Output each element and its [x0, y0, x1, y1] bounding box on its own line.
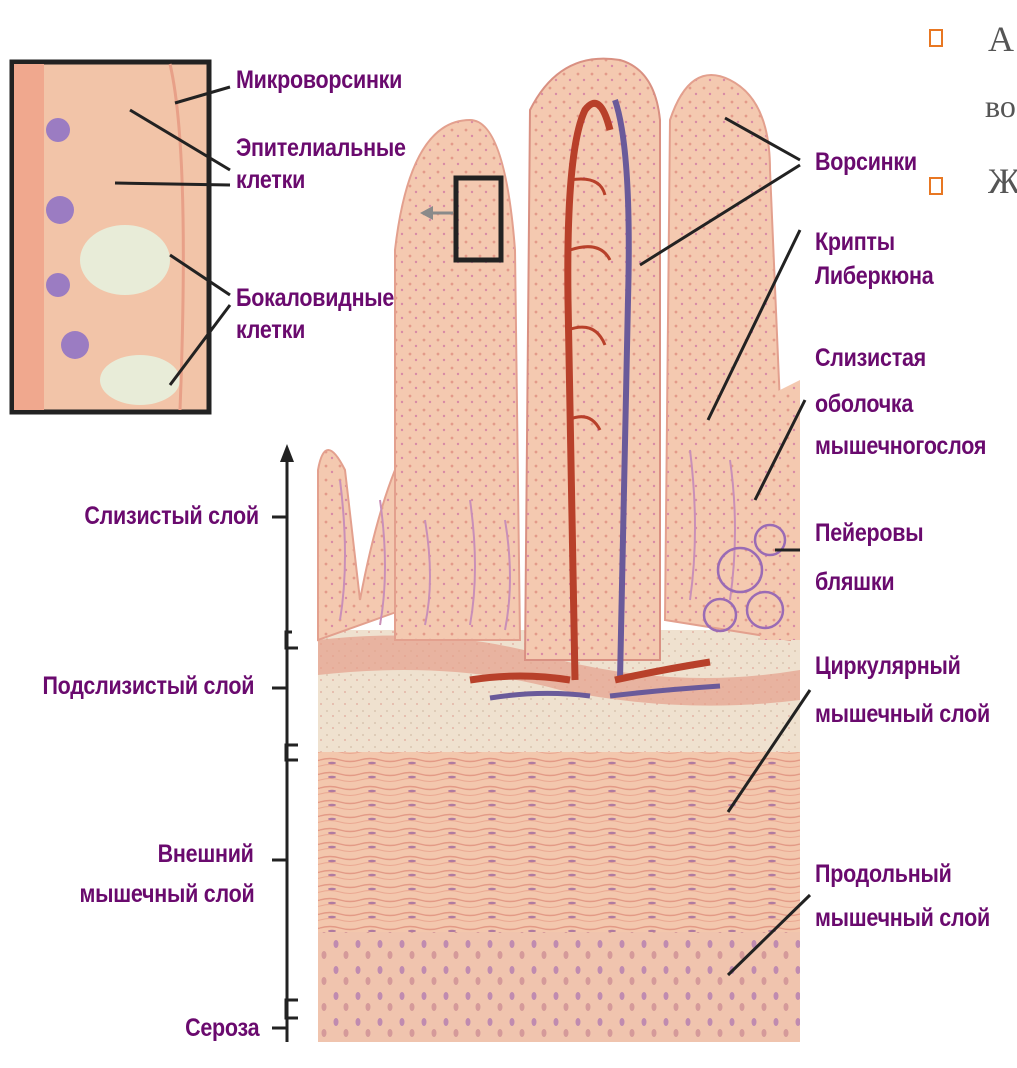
goblet-cell: [80, 225, 170, 295]
label-crypts-line2: Либеркюна: [815, 260, 933, 293]
label-serosa: Сероза: [185, 1012, 259, 1045]
label-longitudinal-line1: Продольный: [815, 858, 952, 891]
slide-bullet-text-2: во: [985, 88, 1016, 125]
label-circular-line1: Циркулярный: [815, 650, 961, 683]
label-crypts-line1: Крипты: [815, 226, 895, 259]
label-externa-line2: мышечный слой: [79, 878, 254, 911]
label-goblet-line2: клетки: [236, 314, 305, 347]
slide-bullet-text-1: А: [988, 18, 1014, 60]
layer-bracket: [272, 460, 298, 1042]
label-epithelial-line1: Эпителиальные: [236, 132, 406, 165]
label-longitudinal-line2: мышечный слой: [815, 902, 990, 935]
label-muscularis-mucosae-line2: оболочка: [815, 388, 913, 421]
circular-muscle-layer: [318, 750, 800, 932]
label-submucosa: Подслизистый слой: [42, 670, 254, 703]
longitudinal-muscle-layer: [318, 930, 800, 1042]
label-peyer-line2: бляшки: [815, 566, 894, 599]
label-mucosa: Слизистый слой: [85, 500, 259, 533]
label-goblet-line1: Бокаловидные: [236, 282, 394, 315]
label-villi: Ворсинки: [815, 146, 917, 179]
label-peyer-line1: Пейеровы: [815, 517, 923, 550]
label-microvilli: Микроворсинки: [236, 64, 402, 97]
slide-bullet-text-3: Ж: [988, 160, 1017, 202]
label-externa-line1: Внешний: [158, 838, 254, 871]
label-epithelial-line2: клетки: [236, 164, 305, 197]
label-muscularis-mucosae-line3: мышечногослоя: [815, 430, 986, 463]
label-circular-line2: мышечный слой: [815, 698, 990, 731]
label-muscularis-mucosae-line1: Слизистая: [815, 342, 926, 375]
